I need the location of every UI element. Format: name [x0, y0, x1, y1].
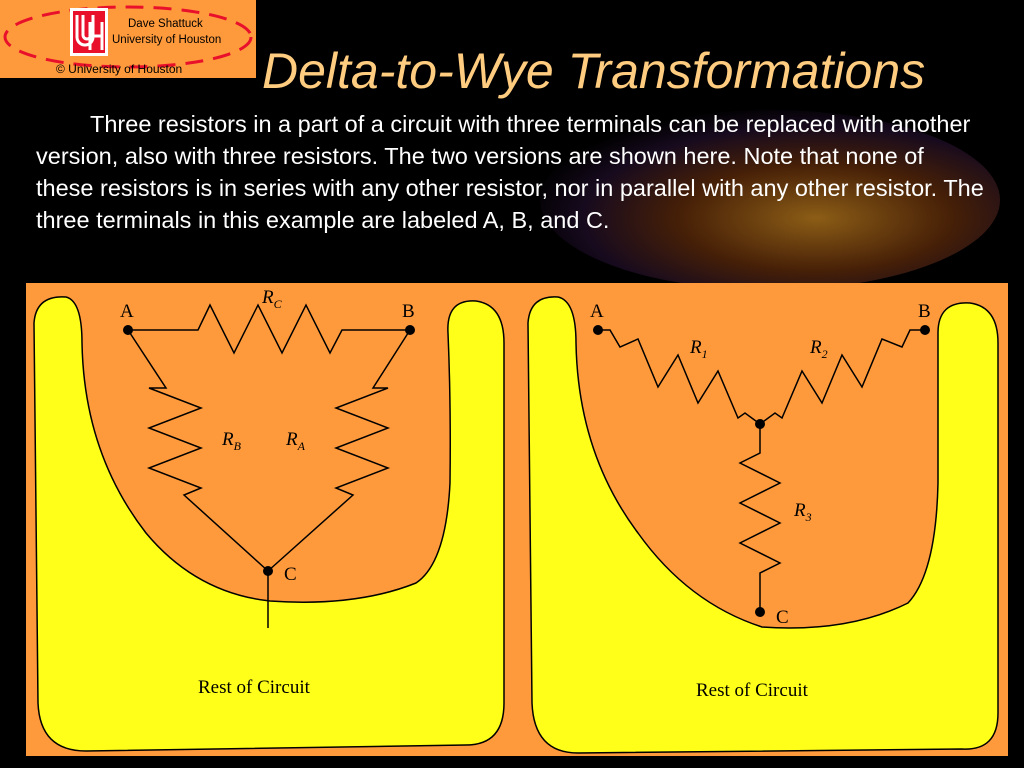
wye-node-c — [755, 607, 765, 617]
logo-block: Dave Shattuck University of Houston © Un… — [0, 0, 256, 78]
slide-title: Delta-to-Wye Transformations — [262, 43, 926, 99]
wye-panel: A B C R1 R2 R3 Rest of Circuit — [518, 283, 1008, 756]
wye-node-b — [920, 325, 930, 335]
delta-panel: A B C RC RB RA Rest of Circuit — [26, 283, 518, 756]
wye-label-c: C — [776, 607, 789, 628]
body-text: Three resistors in a part of a circuit w… — [36, 108, 986, 236]
wye-label-r3: R3 — [793, 500, 812, 524]
wye-diagram: A B C R1 R2 R3 Rest of Circuit — [527, 296, 999, 754]
wye-label-a: A — [590, 301, 604, 322]
delta-label-b: B — [402, 301, 415, 322]
logo-line-2: University of Houston — [112, 34, 222, 46]
body-paragraph: Three resistors in a part of a circuit w… — [36, 111, 984, 233]
wye-rest-of-circuit-shape — [527, 296, 999, 754]
delta-label-a: A — [120, 301, 134, 322]
copyright-text: © University of Houston — [56, 62, 183, 76]
delta-label-rb: RB — [221, 429, 242, 453]
delta-label-rc: RC — [261, 287, 283, 311]
background-glow — [540, 110, 1000, 290]
delta-diagram: A B C RC RB RA Rest of Circuit — [33, 287, 505, 752]
wye-label-b: B — [918, 301, 931, 322]
delta-node-b — [405, 325, 415, 335]
wye-label-r2: R2 — [809, 337, 828, 361]
delta-label-c: C — [284, 564, 297, 585]
wye-rest-label: Rest of Circuit — [696, 680, 809, 701]
logo-ellipse — [3, 5, 253, 69]
delta-node-c — [263, 566, 273, 576]
delta-rest-label: Rest of Circuit — [198, 677, 311, 698]
delta-node-a — [123, 325, 133, 335]
delta-label-ra: RA — [285, 429, 306, 453]
wye-node-a — [593, 325, 603, 335]
wye-center-node — [755, 419, 765, 429]
wye-label-r1: R1 — [689, 337, 708, 361]
uh-logo-icon — [70, 8, 108, 56]
delta-rest-of-circuit-shape — [33, 296, 505, 752]
logo-line-1: Dave Shattuck — [128, 18, 203, 30]
